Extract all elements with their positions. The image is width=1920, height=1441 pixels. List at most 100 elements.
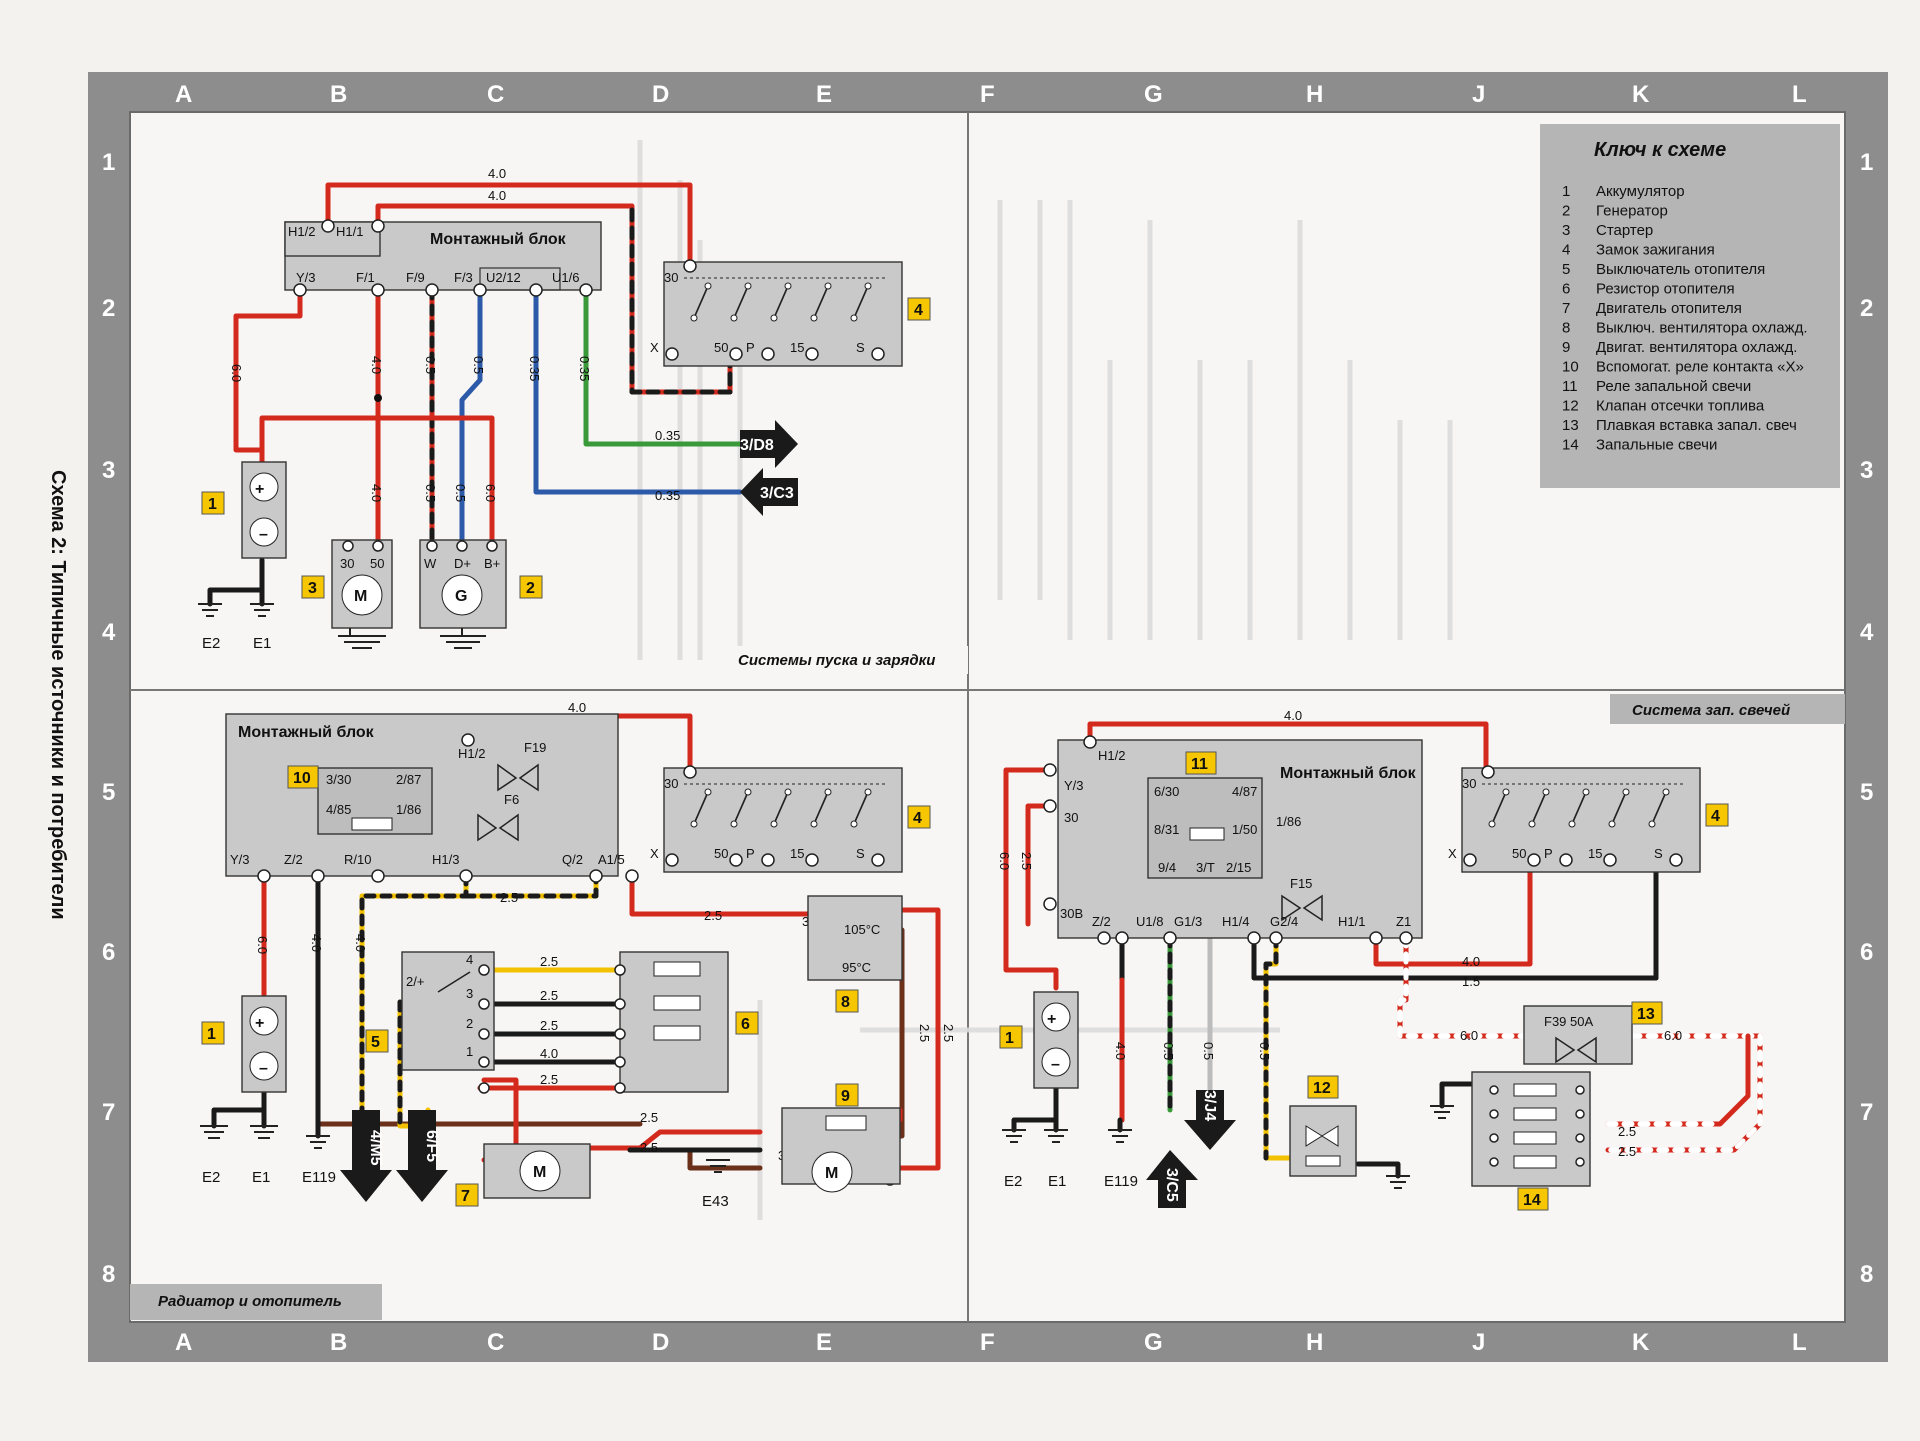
ground-e1: E1 xyxy=(252,1169,270,1186)
wire-label: 6.0 xyxy=(483,484,498,502)
ground-e1: E1 xyxy=(1048,1173,1066,1190)
ground-symbols-bl xyxy=(200,1125,730,1173)
frame-row-label: 6 xyxy=(1860,939,1873,966)
key-item-label: Выключ. вентилятора охлажд. xyxy=(1596,320,1808,337)
key-item-label: Генератор xyxy=(1596,203,1668,220)
heater-switch-pin-label: 1 xyxy=(466,1044,473,1059)
ground-e43: E43 xyxy=(702,1193,729,1210)
fusebox-pin-label: U1/8 xyxy=(1136,914,1163,929)
fusebox-pin-label: G1/3 xyxy=(1174,914,1202,929)
component-tag: 13 xyxy=(1637,1006,1655,1023)
fusebox-label: Монтажный блок xyxy=(238,724,375,741)
tag-2: 2 xyxy=(526,580,535,597)
output-d8: 3/D8 xyxy=(740,437,774,454)
wire-label: 0.5 xyxy=(423,484,438,502)
wire-label: 4.0 xyxy=(488,166,506,181)
component-tag: 1 xyxy=(1005,1030,1014,1047)
heater-switch-pin-label: 4 xyxy=(466,952,473,967)
switch-pin-label: 15 xyxy=(790,340,804,355)
switch-pin xyxy=(665,853,679,867)
fusebox-pin-label: F/3 xyxy=(454,270,473,285)
wire-label: 4.0 xyxy=(353,934,368,952)
key-item-label: Аккумулятор xyxy=(1596,183,1685,200)
tag-3: 3 xyxy=(308,580,317,597)
fusebox-pin xyxy=(473,283,487,297)
fusebox-pin xyxy=(293,283,307,297)
wire-label: 2.5 xyxy=(540,1018,558,1033)
tag-4: 4 xyxy=(914,302,923,319)
section-label-heater: Радиатор и отопитель xyxy=(158,1293,342,1310)
fusebox-pin xyxy=(321,219,335,233)
svg-text:–: – xyxy=(259,526,268,543)
frame-column-label: D xyxy=(652,81,669,108)
svg-text:–: – xyxy=(1051,1056,1060,1073)
key-item-number: 6 xyxy=(1562,281,1570,298)
key-item-number: 2 xyxy=(1562,203,1570,220)
fusebox-pin-label: H1/2 xyxy=(1098,748,1125,763)
fusebox-pin-label: Q/2 xyxy=(562,852,583,867)
switch-pin xyxy=(871,347,885,361)
wire-label: 2.5 xyxy=(500,890,518,905)
wire-label: 2.5 xyxy=(640,1110,658,1125)
wire-label: 4.0 xyxy=(488,188,506,203)
wire-label: 4.0 xyxy=(369,356,384,374)
relay-pin-label: 2/15 xyxy=(1226,860,1251,875)
frame-row-label: 8 xyxy=(102,1261,115,1288)
switch-pin-label: S xyxy=(856,846,865,861)
switch-pin-label: 50 xyxy=(714,846,728,861)
switch-pin xyxy=(805,347,819,361)
section-label-start-charge: Системы пуска и зарядки xyxy=(738,652,935,669)
component-tag: 11 xyxy=(1191,756,1208,773)
wire-label: 6.0 xyxy=(1460,1028,1478,1043)
frame-column-label: G xyxy=(1144,1329,1163,1356)
ground-e1: E1 xyxy=(253,635,271,652)
key-item-label: Клапан отсечки топлива xyxy=(1596,398,1765,415)
frame-row-label: 1 xyxy=(102,149,115,176)
switch-pin-label: 30 xyxy=(1462,776,1476,791)
frame-row-label: 5 xyxy=(1860,779,1873,806)
link-fuse-label: F39 50A xyxy=(1544,1014,1593,1029)
frame-column-label: A xyxy=(175,1329,192,1356)
wire-label: 4.0 xyxy=(1284,708,1302,723)
tag-1: 1 xyxy=(208,496,217,513)
wire-label: 0.5 xyxy=(471,356,486,374)
ground-e119: E119 xyxy=(1104,1173,1138,1190)
wire-label: 4.0 xyxy=(568,700,586,715)
wire-label: 2.5 xyxy=(540,1072,558,1087)
output-arrow-j4 xyxy=(1184,1090,1236,1150)
output-arrow-m5 xyxy=(340,1110,392,1202)
wire-blue-u2 xyxy=(533,287,743,495)
key-item-number: 11 xyxy=(1562,378,1578,395)
key-item-number: 14 xyxy=(1562,437,1579,454)
switch-pin-label: X xyxy=(650,846,659,861)
key-item-number: 3 xyxy=(1562,222,1570,239)
wire-label: 0.5 xyxy=(1201,1042,1216,1060)
fusebox-pin-label: Y/3 xyxy=(1064,778,1084,793)
fan-symbol: M xyxy=(825,1165,838,1182)
fusebox-pin-label: R/10 xyxy=(344,852,371,867)
switch-pin xyxy=(729,853,743,867)
fusebox-pin-label: H1/3 xyxy=(432,852,459,867)
fusebox-label: Монтажный блок xyxy=(430,231,567,248)
wire-label: 6.0 xyxy=(229,364,244,382)
fusebox-pin xyxy=(371,283,385,297)
key-item-label: Стартер xyxy=(1596,222,1653,239)
ground-e2: E2 xyxy=(202,635,220,652)
component-tag: 14 xyxy=(1523,1192,1541,1209)
component-tag: 9 xyxy=(841,1088,850,1105)
fusebox-pin-label: H1/4 xyxy=(1222,914,1249,929)
fusebox-pin xyxy=(425,283,439,297)
switch-pin-label: P xyxy=(746,846,755,861)
switch-pin-label: P xyxy=(1544,846,1553,861)
fusebox-pin-label: Z1 xyxy=(1396,914,1411,929)
key-item-number: 9 xyxy=(1562,339,1570,356)
wire-label: 6.0 xyxy=(1664,1028,1682,1043)
key-item-number: 4 xyxy=(1562,242,1570,259)
relay-pin-label: 2/87 xyxy=(396,772,421,787)
frame-column-label: F xyxy=(980,81,995,108)
glow-plug-element xyxy=(1513,1131,1557,1145)
output-j4: 3/J4 xyxy=(1201,1090,1218,1121)
wire-red-h12 xyxy=(325,182,693,265)
wire-label: 2.5 xyxy=(540,988,558,1003)
